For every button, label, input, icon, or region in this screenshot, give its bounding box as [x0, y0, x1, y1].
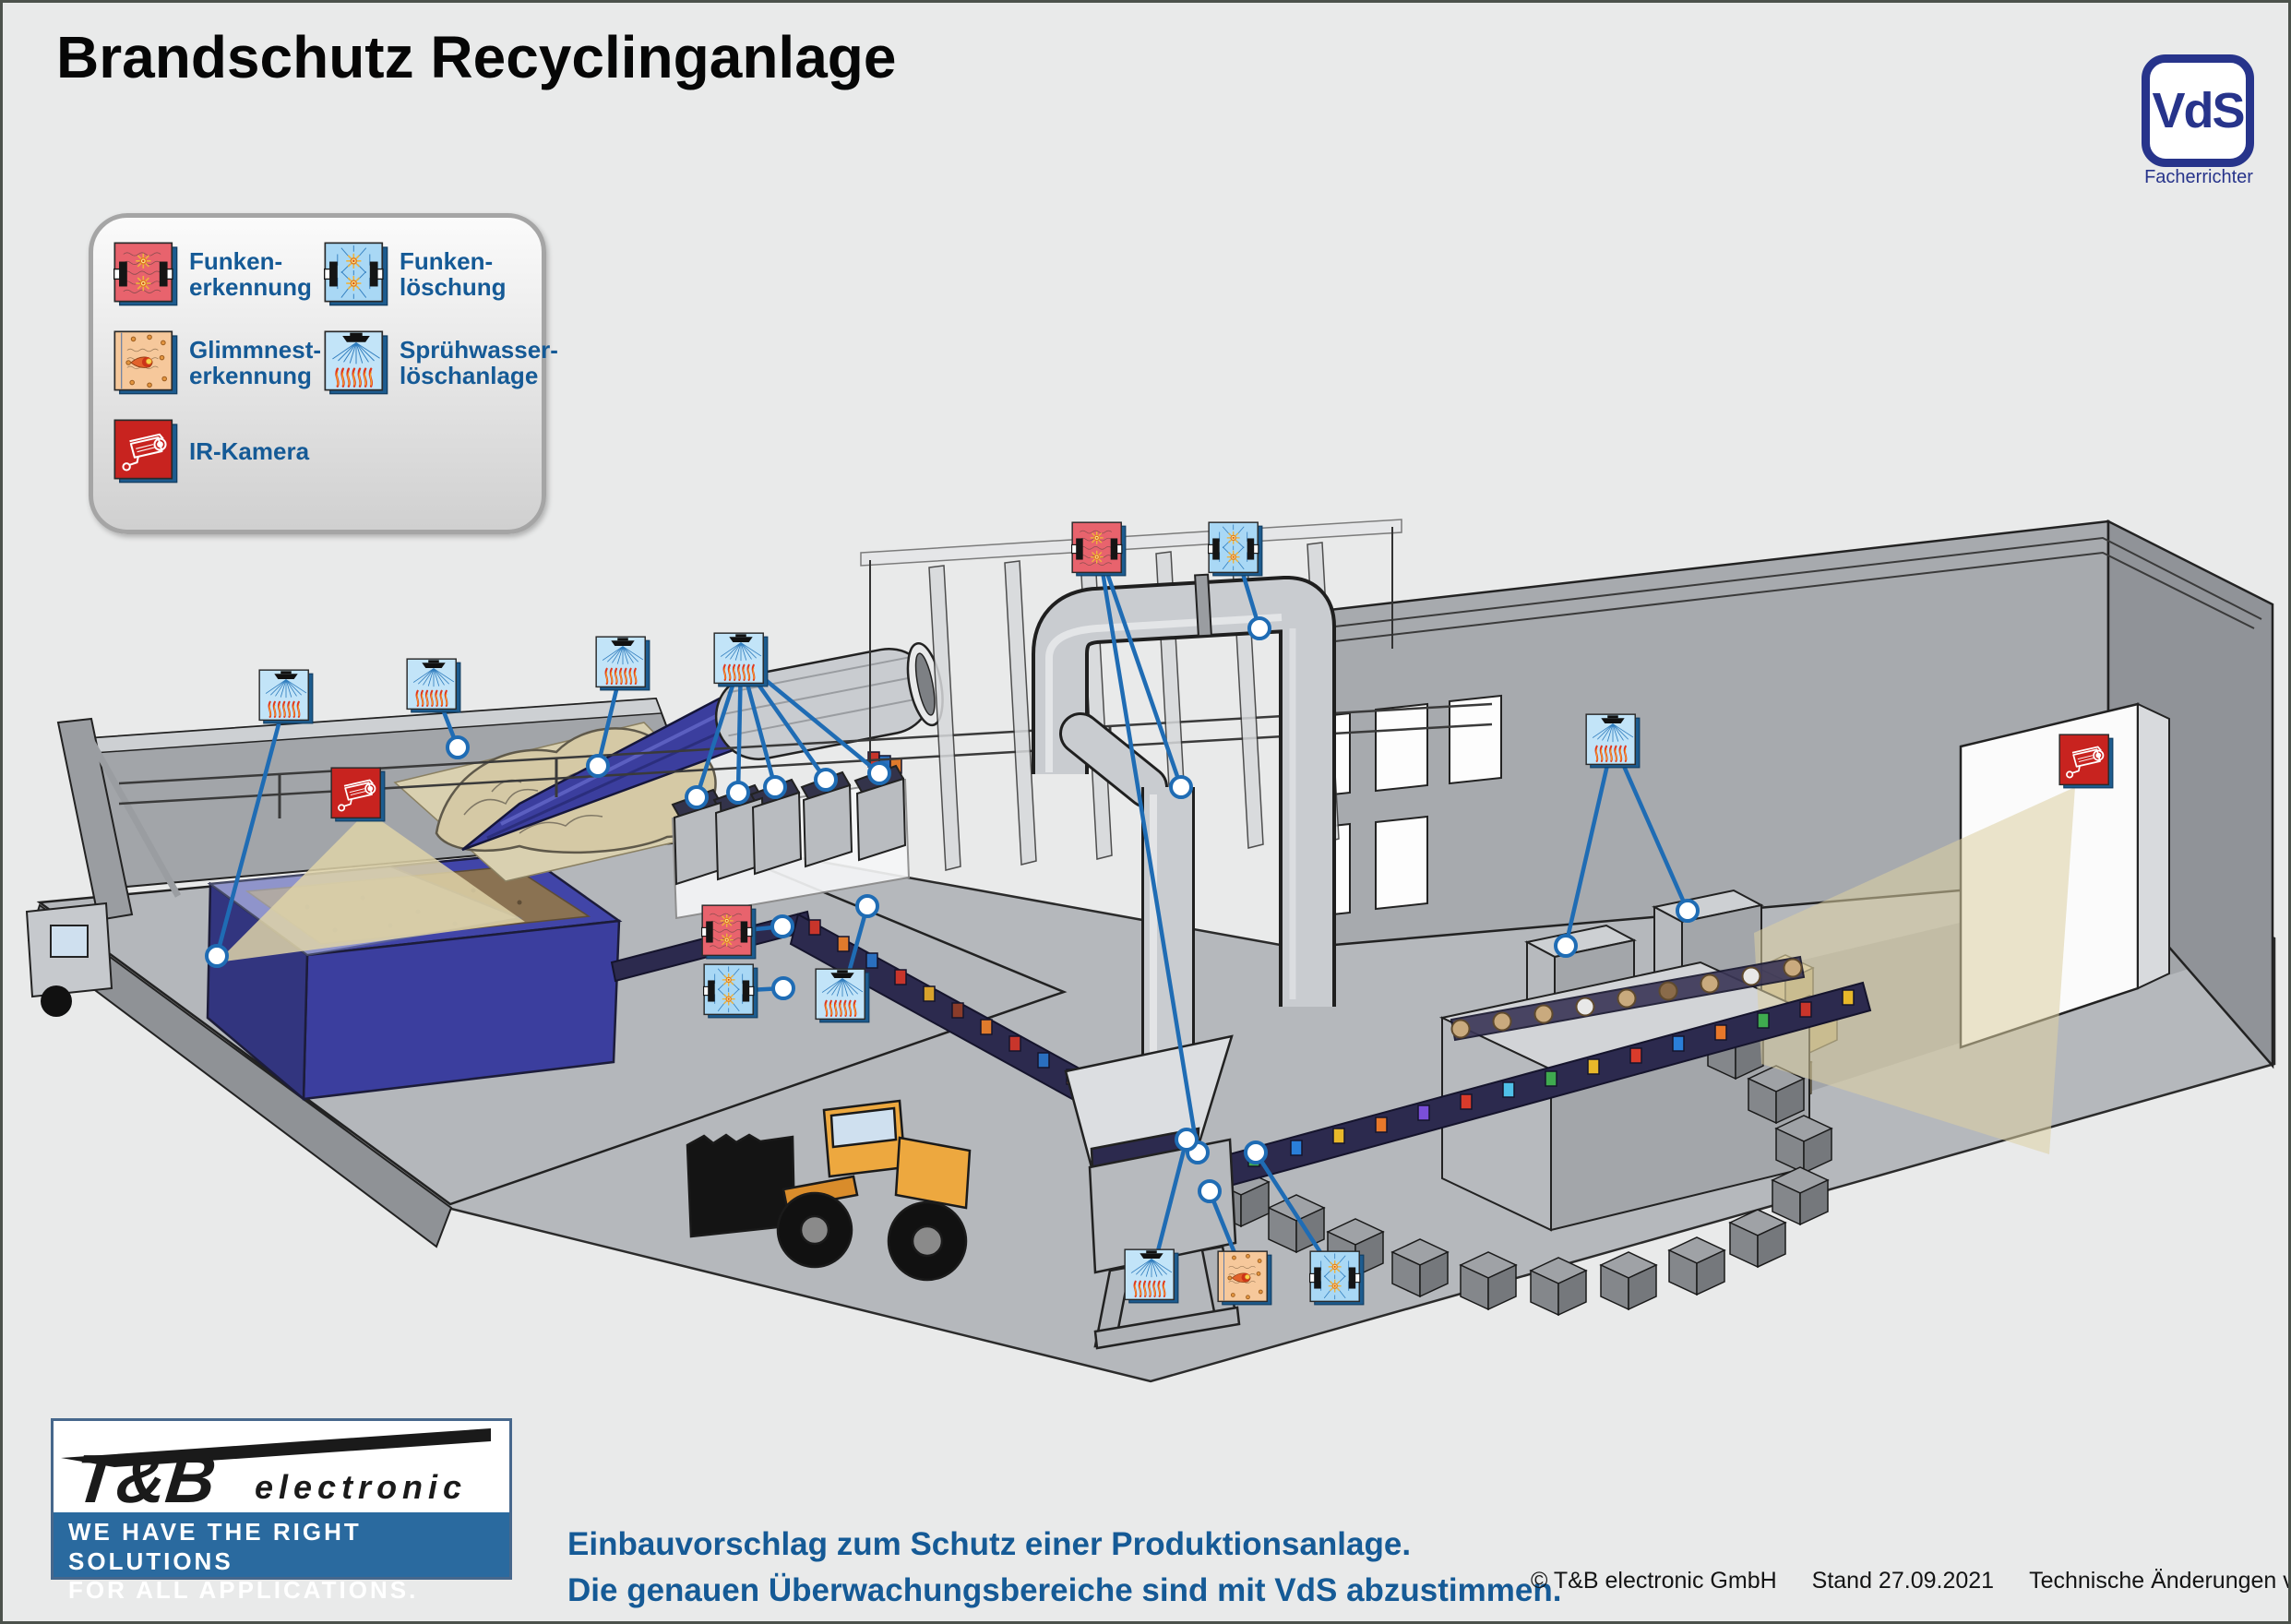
- sensor-funken-erkennung-icon: [702, 905, 756, 959]
- tb-logo-swoosh: [61, 1428, 491, 1467]
- monitor-point: [771, 976, 795, 1000]
- baling-press: [1064, 1034, 1241, 1350]
- legend-item-label: Funken- erkennung: [189, 246, 312, 301]
- monitor-point: [1169, 775, 1193, 799]
- vds-subtitle: Facherrichter: [2144, 167, 2253, 187]
- monitor-point: [1175, 1128, 1199, 1152]
- recycling-plant-illustration: [25, 519, 2276, 1383]
- legend-item-glimmnest-erkennung: Glimmnest- erkennung: [113, 330, 321, 395]
- sensor-ir-kamera-icon: [330, 767, 386, 822]
- sensor-spruehwasser-loeschanlage-icon: [407, 659, 460, 712]
- legend-item-funken-loeschung: Funken- löschung: [324, 242, 507, 306]
- sensor-glimmnest-erkennung-icon: [1217, 1250, 1272, 1306]
- ir-camera-cone-left: [217, 811, 525, 962]
- tb-tagline-line2: FOR ALL APPLICATIONS.: [68, 1576, 419, 1605]
- stand-date: Stand 27.09.2021: [1811, 1568, 1995, 1594]
- monitor-point: [1198, 1179, 1222, 1203]
- sensor-spruehwasser-loeschanlage-icon: [259, 670, 313, 723]
- legend-item-label: Funken- löschung: [400, 246, 507, 301]
- sensor-layer: [205, 522, 2114, 1306]
- leader-line: [214, 696, 289, 957]
- monitor-point: [586, 754, 610, 778]
- claim-line2: Die genauen Überwachungsbereiche sind mi…: [567, 1571, 1562, 1608]
- claim-text: Einbauvorschlag zum Schutz einer Produkt…: [567, 1522, 1561, 1613]
- imprint: © T&B electronic GmbH Stand 27.09.2021 T…: [1531, 1568, 2288, 1594]
- wheel-loader: [686, 1099, 972, 1282]
- monitor-point: [763, 775, 787, 799]
- tb-tagline: WE HAVE THE RIGHT SOLUTIONS FOR ALL APPL…: [54, 1512, 509, 1604]
- legend-item-label: IR-Kamera: [189, 436, 310, 465]
- monitor-point: [205, 944, 229, 968]
- page-title: Brandschutz Recyclinganlage: [56, 24, 897, 90]
- sensor-spruehwasser-loeschanlage-icon: [714, 633, 768, 687]
- sensor-funken-loeschung-icon: [1209, 522, 1262, 576]
- legend-item-label: Sprühwasser- löschanlage: [400, 335, 558, 389]
- sensor-spruehwasser-loeschanlage-icon: [1586, 714, 1640, 768]
- tb-logo-art: T&B electronic: [54, 1421, 509, 1517]
- legend-item-ir-kamera: IR-Kamera: [113, 419, 309, 484]
- can-belt: [1450, 955, 1806, 1042]
- monitor-point: [855, 894, 879, 918]
- leader-line: [1096, 548, 1184, 788]
- legend-item-label: Glimmnest- erkennung: [189, 335, 322, 389]
- legend-item-spruehwasser-loeschanlage: Sprühwasser- löschanlage: [324, 330, 558, 395]
- sensor-ir-kamera-icon: [2058, 734, 2114, 789]
- monitor-point: [685, 785, 709, 809]
- sensor-spruehwasser-loeschanlage-icon: [816, 969, 869, 1022]
- tb-tagline-line1: WE HAVE THE RIGHT SOLUTIONS: [68, 1518, 362, 1575]
- tb-logo-electronic: electronic: [255, 1468, 467, 1506]
- change-notice: Technische Änderungen vorbehalten: [2029, 1568, 2288, 1594]
- funken-loeschung-icon: [324, 242, 388, 306]
- funken-erkennung-icon: [113, 242, 178, 306]
- duct-bridge: [1032, 573, 1336, 1007]
- vds-logo-text: VdS: [2152, 83, 2245, 138]
- sensor-funken-loeschung-icon: [1310, 1251, 1364, 1305]
- monitor-point: [1244, 1140, 1268, 1164]
- ir-camera-cone-right: [1754, 787, 2075, 1154]
- tb-logo-tb: T&B: [71, 1440, 220, 1512]
- claim-line1: Einbauvorschlag zum Schutz einer Produkt…: [567, 1526, 1412, 1562]
- vds-logo: VdS: [2142, 54, 2254, 167]
- monitor-point: [1554, 934, 1578, 958]
- monitor-point: [1247, 616, 1271, 640]
- legend-item-funken-erkennung: Funken- erkennung: [113, 242, 312, 306]
- ir-kamera-icon: [113, 419, 178, 484]
- monitor-point: [1676, 899, 1700, 923]
- sensor-funken-erkennung-icon: [1072, 522, 1126, 576]
- spruehwasser-loeschanlage-icon: [324, 330, 388, 395]
- monitor-point: [814, 768, 838, 792]
- monitor-point: [446, 735, 470, 759]
- sensor-spruehwasser-loeschanlage-icon: [596, 637, 650, 690]
- tb-electronic-logo: T&B electronic WE HAVE THE RIGHT SOLUTIO…: [51, 1418, 512, 1604]
- leader-line: [1096, 548, 1200, 1153]
- copyright-text: © T&B electronic GmbH: [1531, 1568, 1777, 1594]
- monitor-point: [770, 914, 794, 938]
- monitor-point: [867, 761, 891, 785]
- glimmnest-erkennung-icon: [113, 330, 178, 395]
- leader-line: [1610, 740, 1690, 912]
- sensor-funken-loeschung-icon: [704, 964, 758, 1018]
- sensor-spruehwasser-loeschanlage-icon: [1125, 1249, 1178, 1303]
- monitor-point: [726, 781, 750, 805]
- leader-line: [1563, 740, 1616, 947]
